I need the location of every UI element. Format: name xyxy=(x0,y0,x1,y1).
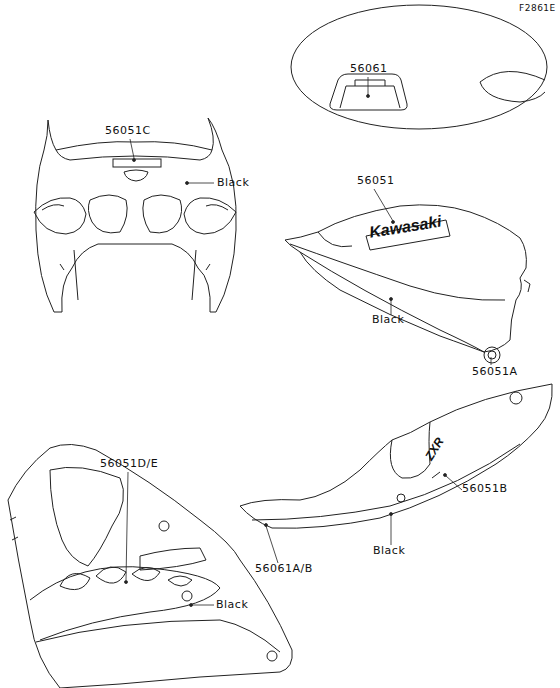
figure-number: F2861E xyxy=(519,4,556,14)
tail-cowl xyxy=(240,384,552,528)
decal-text: ZXR xyxy=(423,436,447,463)
callout-number: 56061 xyxy=(350,63,388,75)
leader-lines xyxy=(125,77,492,607)
fuel-tank xyxy=(285,205,530,363)
callout-number: 56051 xyxy=(357,175,395,187)
callout-number: 56051D/E xyxy=(100,458,158,470)
callout-number: 56061A/B xyxy=(255,563,313,575)
callout-number: 56051B xyxy=(462,483,508,495)
color-note: Black xyxy=(216,599,248,611)
side-fairing xyxy=(8,444,292,688)
color-note: Black xyxy=(372,314,404,326)
decal-text: Kawasaki xyxy=(368,213,443,242)
callout-number: 56051A xyxy=(472,366,518,378)
seat-cowl xyxy=(291,5,547,129)
color-note: Black xyxy=(217,177,249,189)
front-cowl xyxy=(34,118,236,312)
callout-number: 56051C xyxy=(105,125,151,137)
color-note: Black xyxy=(373,545,405,557)
